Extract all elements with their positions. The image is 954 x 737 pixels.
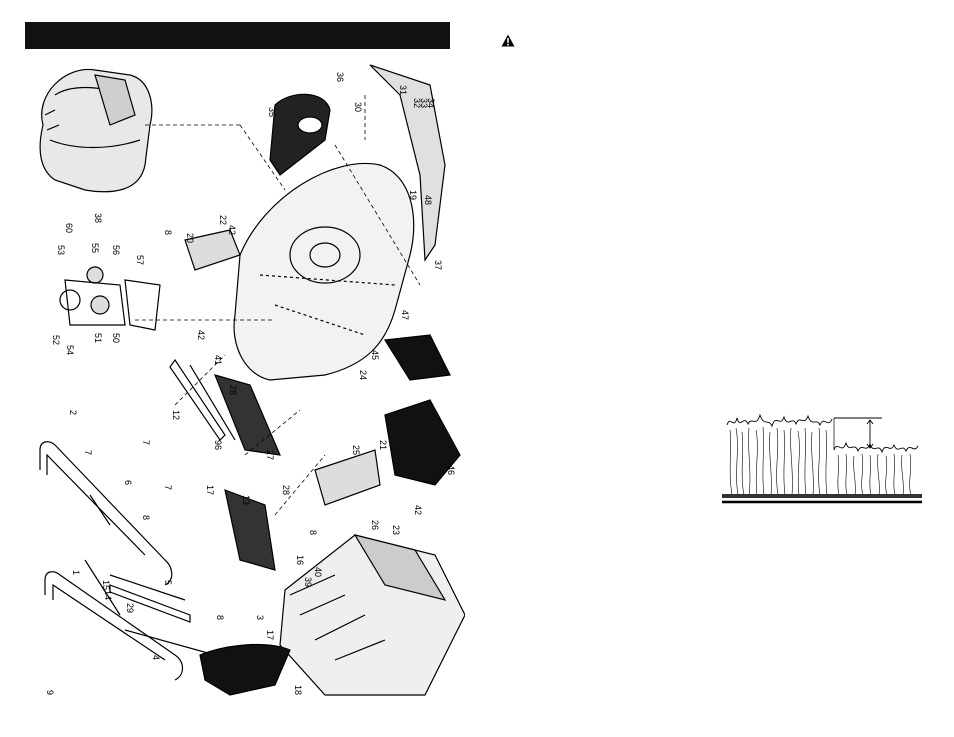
- part-callout: 27: [265, 450, 275, 460]
- engine-drawing: [40, 69, 152, 191]
- part-callout: 56: [111, 245, 121, 255]
- part-callout: 96: [213, 440, 223, 450]
- part-callout: 45: [370, 350, 380, 360]
- rear-shield-drawing: [215, 375, 280, 455]
- part-callout: 47: [400, 310, 410, 320]
- part-callout: 30: [353, 102, 363, 112]
- part-callout: 38: [93, 213, 103, 223]
- part-callout: 42: [413, 505, 423, 515]
- part-callout: 8: [141, 515, 151, 520]
- part-callout: 24: [358, 370, 368, 380]
- part-callout: 16: [295, 555, 305, 565]
- part-callout: 55: [90, 243, 100, 253]
- part-callout: 42: [196, 330, 206, 340]
- baffle-drawing: [270, 94, 330, 175]
- part-callout: 41: [213, 355, 223, 365]
- part-callout: 29: [125, 603, 135, 613]
- part-callout: 7: [141, 440, 151, 445]
- part-callout: 13: [241, 495, 251, 505]
- part-callout: 8: [215, 615, 225, 620]
- part-callout: 7: [163, 485, 173, 490]
- part-callout: 14: [103, 590, 113, 600]
- grass-height-illustration: [722, 410, 922, 505]
- part-callout: 60: [64, 223, 74, 233]
- part-callout: 8: [163, 230, 173, 235]
- part-callout: 2: [68, 410, 78, 415]
- part-callout: 48: [423, 195, 433, 205]
- part-callout: 5: [163, 580, 173, 585]
- part-callout: 35: [267, 107, 277, 117]
- part-callout: 8: [308, 530, 318, 535]
- part-callout: 57: [135, 255, 145, 265]
- part-callout: 54: [65, 345, 75, 355]
- section-header-bar: [25, 22, 450, 49]
- part-callout: 52: [51, 335, 61, 345]
- part-callout: 15: [101, 580, 111, 590]
- handle-assembly: [40, 442, 215, 680]
- part-callout: 4: [151, 655, 161, 660]
- part-callout: 6: [123, 480, 133, 485]
- part-callout: 20: [185, 233, 195, 243]
- part-callout: 36: [335, 72, 345, 82]
- part-callout: 28: [228, 385, 238, 395]
- mower-deck: [234, 163, 414, 380]
- part-callout: 7: [83, 450, 93, 455]
- mulch-plug-drawing: [385, 335, 450, 380]
- part-callout: 42: [227, 225, 237, 235]
- part-callout: 17: [205, 485, 215, 495]
- part-callout: 28: [281, 485, 291, 495]
- part-callout: 19: [408, 190, 418, 200]
- part-callout: 1: [71, 570, 81, 575]
- part-callout: 9: [45, 690, 55, 695]
- part-callout: 17: [265, 630, 275, 640]
- part-callout: 40: [313, 567, 323, 577]
- part-callout: 3: [255, 615, 265, 620]
- part-callout: 46: [446, 465, 456, 475]
- part-callout: 26: [370, 520, 380, 530]
- part-callout: 31: [398, 85, 408, 95]
- part-callout: 23: [391, 525, 401, 535]
- grass-bag-drawing: [280, 535, 465, 695]
- bag-frame-drawing: [200, 645, 290, 695]
- part-callout: 18: [293, 685, 303, 695]
- part-callout: 12: [171, 410, 181, 420]
- part-callout: 37: [433, 260, 443, 270]
- part-callout: 21: [378, 440, 388, 450]
- part-callout: 22: [218, 215, 228, 225]
- warning-triangle-icon: [501, 34, 515, 47]
- part-callout: 51: [93, 333, 103, 343]
- part-callout: 39: [303, 577, 313, 587]
- exploded-parts-diagram: 1234567778888912131415161717181920212223…: [25, 55, 465, 705]
- part-callout: 50: [111, 333, 121, 343]
- part-callout: 53: [56, 245, 66, 255]
- wheel-assembly: [60, 267, 160, 330]
- part-callout: 25: [351, 445, 361, 455]
- part-callout: 34: [426, 98, 436, 108]
